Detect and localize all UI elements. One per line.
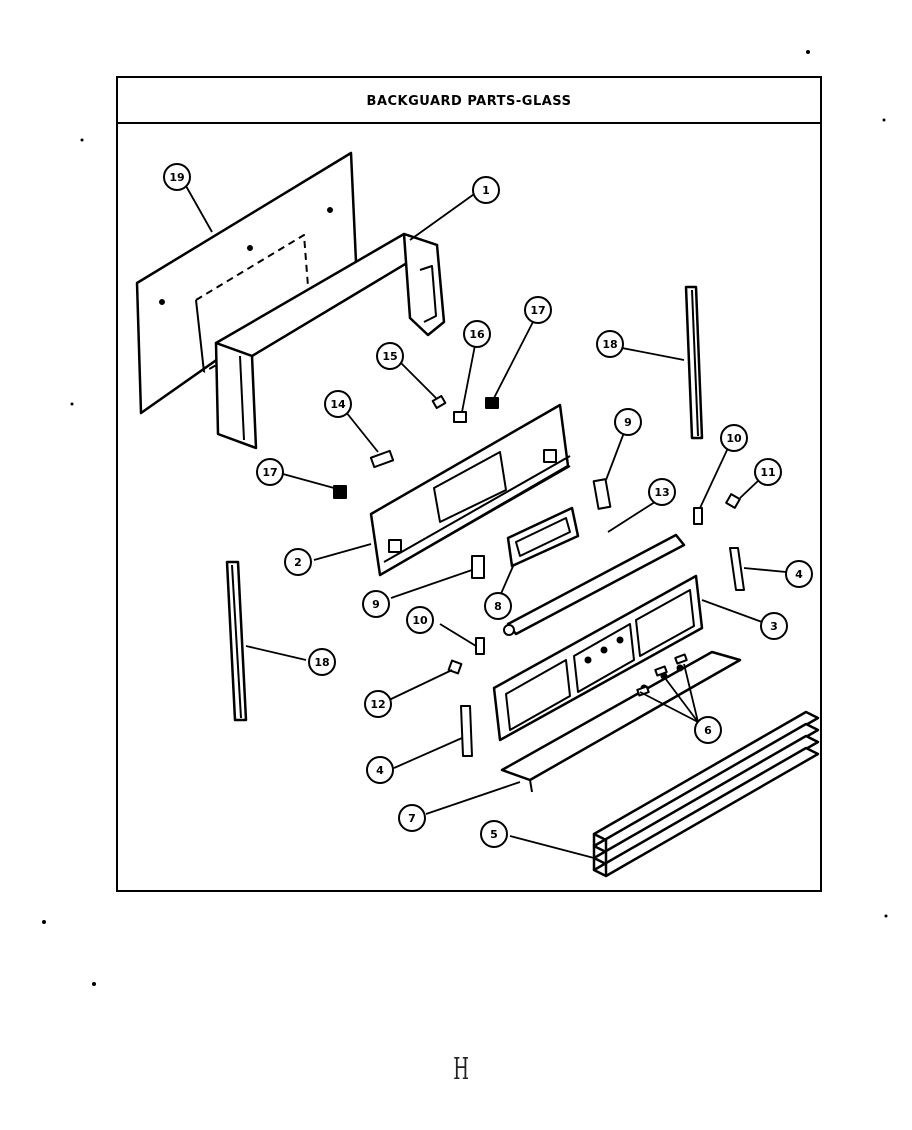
callout-19: 19	[163, 163, 191, 191]
callout-circle	[720, 424, 748, 452]
callout-circle	[614, 408, 642, 436]
callout-label: 18	[314, 656, 329, 669]
callout-circle	[364, 690, 392, 718]
callout-6: 6	[694, 716, 722, 744]
callout-circle	[406, 606, 434, 634]
callout-label: 4	[795, 568, 803, 581]
callout-label: 5	[490, 828, 498, 841]
callout-circle	[398, 804, 426, 832]
callout-label: 17	[530, 304, 545, 317]
callout-circle	[596, 330, 624, 358]
callout-14: 14	[324, 390, 352, 418]
part-13-fluorescent-tube	[503, 533, 686, 636]
leader-lines	[185, 185, 787, 859]
callout-circle	[284, 548, 312, 576]
callout-8: 8	[484, 592, 512, 620]
callout-label: 18	[602, 338, 617, 351]
callout-circle	[256, 458, 284, 486]
callout-17: 17	[256, 458, 284, 486]
callout-13: 13	[648, 478, 676, 506]
callout-7: 7	[398, 804, 426, 832]
part-1-backguard-shell	[214, 232, 446, 450]
callout-circle	[648, 478, 676, 506]
callout-circle	[362, 590, 390, 618]
callout-circle	[694, 716, 722, 744]
callout-circle	[480, 820, 508, 848]
callout-label: 8	[494, 600, 502, 613]
callout-1: 1	[472, 176, 500, 204]
callout-15: 15	[376, 342, 404, 370]
part-18-side-trim-right	[684, 285, 704, 440]
diagram-title: BACKGUARD PARTS-GLASS	[366, 94, 572, 109]
callout-label: 12	[370, 698, 385, 711]
callout-label: 11	[760, 466, 775, 479]
callout-label: 14	[330, 398, 346, 411]
small-hardware	[333, 395, 745, 757]
callout-label: 17	[262, 466, 277, 479]
callout-circle	[472, 176, 500, 204]
title-bar: BACKGUARD PARTS-GLASS	[118, 78, 820, 124]
callout-5: 5	[480, 820, 508, 848]
callout-label: 3	[770, 620, 778, 633]
callout-2: 2	[284, 548, 312, 576]
callout-4: 4	[366, 756, 394, 784]
part-8-timer-housing	[506, 506, 580, 568]
footer-mark: H	[453, 1052, 469, 1087]
part-18-side-trim-left	[225, 560, 248, 722]
callout-16: 16	[463, 320, 491, 348]
callout-label: 10	[412, 614, 428, 627]
callout-circle	[463, 320, 491, 348]
callout-label: 4	[376, 764, 384, 777]
callout-10: 10	[720, 424, 748, 452]
callout-18: 18	[596, 330, 624, 358]
callout-circle	[163, 163, 191, 191]
callout-10: 10	[406, 606, 434, 634]
callout-circle	[524, 296, 552, 324]
callout-label: 16	[469, 328, 485, 341]
callout-circle	[754, 458, 782, 486]
callout-3: 3	[760, 612, 788, 640]
callout-18: 18	[308, 648, 336, 676]
callout-label: 7	[408, 812, 416, 825]
callout-circle	[308, 648, 336, 676]
callout-circle	[760, 612, 788, 640]
scan-specks	[42, 50, 888, 986]
callout-circle	[376, 342, 404, 370]
callout-circle	[366, 756, 394, 784]
callout-label: 15	[382, 350, 397, 363]
callout-label: 19	[169, 171, 184, 184]
callout-11: 11	[754, 458, 782, 486]
part-5-trim-strips	[592, 710, 820, 878]
callout-label: 6	[704, 724, 712, 737]
callout-label: 2	[294, 556, 302, 569]
part-3-glass-frame	[492, 574, 704, 742]
callout-17: 17	[524, 296, 552, 324]
callout-circle	[484, 592, 512, 620]
callout-4: 4	[785, 560, 813, 588]
callout-label: 1	[482, 184, 490, 197]
callout-9: 9	[614, 408, 642, 436]
callout-9: 9	[362, 590, 390, 618]
callout-12: 12	[364, 690, 392, 718]
callout-circle	[785, 560, 813, 588]
callout-label: 13	[654, 486, 669, 499]
part-2-control-panel	[369, 403, 571, 577]
callout-label: 9	[372, 598, 380, 611]
diagram-frame: BACKGUARD PARTS-GLASS	[116, 76, 822, 892]
callout-label: 10	[726, 432, 742, 445]
callout-group: 19 1 15 16 17 18 14 9 10 11 17 13 2 4 9 8 3 10 18 12 6 4 7 5	[163, 163, 813, 848]
callout-circle	[324, 390, 352, 418]
callout-label: 9	[624, 416, 632, 429]
